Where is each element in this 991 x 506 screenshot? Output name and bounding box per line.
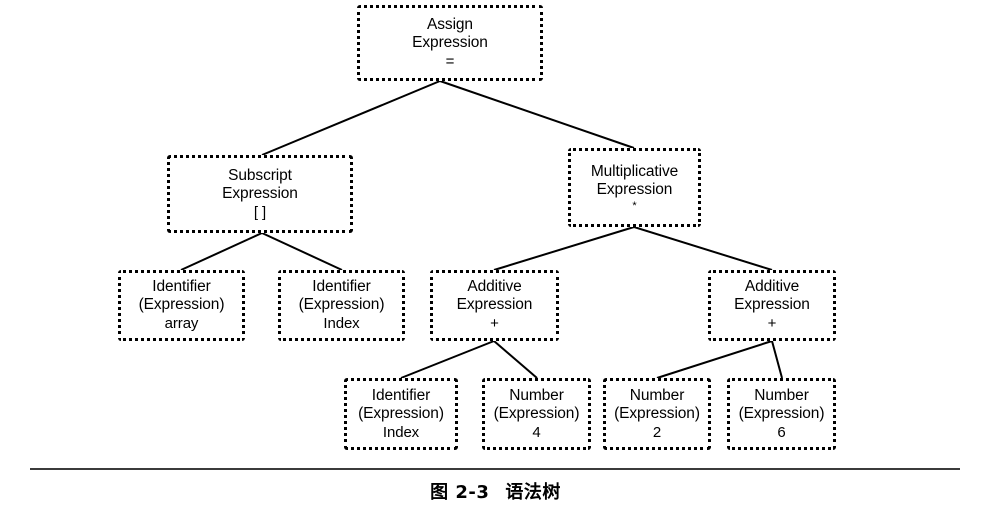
- node-label-value: [ ]: [253, 203, 267, 221]
- node-label-category: Expression: [734, 296, 810, 314]
- node-label-value: +: [767, 315, 777, 333]
- node-label-value: =: [445, 52, 455, 70]
- node-label-value: Index: [323, 315, 360, 333]
- node-label-type: Assign: [427, 15, 473, 33]
- tree-edge-subscript-to-identifier-index-left: [261, 232, 343, 271]
- node-label-value: *: [632, 200, 637, 213]
- node-label-category: (Expression): [358, 404, 444, 422]
- node-label-type: Subscript: [228, 166, 292, 184]
- tree-node-identifier-array[interactable]: Identifier(Expression)array: [118, 270, 245, 341]
- tree-node-number-2[interactable]: Number(Expression)2: [603, 378, 711, 450]
- node-label-type: Identifier: [371, 386, 431, 404]
- tree-node-number-6[interactable]: Number(Expression)6: [727, 378, 836, 450]
- node-label-value: Index: [382, 423, 420, 441]
- node-label-category: (Expression): [738, 404, 825, 422]
- tree-edge-assign-to-multiplicative: [439, 80, 635, 149]
- node-label-category: Expression: [596, 180, 673, 198]
- tree-edge-additive-left-to-number-4: [493, 340, 538, 379]
- node-label-value: +: [490, 315, 499, 333]
- node-label-type: Additive: [744, 278, 800, 296]
- node-label-value: array: [164, 315, 199, 333]
- node-label-type: Identifier: [312, 278, 371, 296]
- tree-node-identifier-index-left[interactable]: Identifier(Expression)Index: [278, 270, 405, 341]
- node-label-type: Identifier: [152, 278, 211, 296]
- node-label-type: Multiplicative: [590, 162, 679, 180]
- tree-edge-additive-right-to-number-6: [771, 340, 783, 379]
- tree-edge-additive-right-to-number-2: [656, 340, 773, 379]
- node-label-category: (Expression): [614, 404, 700, 422]
- node-label-category: (Expression): [493, 404, 580, 422]
- tree-edge-multiplicative-to-additive-right: [633, 226, 773, 271]
- node-label-category: Expression: [412, 33, 488, 51]
- node-label-value: 2: [652, 423, 662, 441]
- node-label-type: Number: [509, 386, 564, 404]
- node-label-type: Additive: [467, 278, 522, 296]
- node-label-category: Expression: [222, 184, 298, 202]
- figure-caption-title: 语法树: [505, 482, 561, 503]
- tree-node-number-4[interactable]: Number(Expression)4: [482, 378, 591, 450]
- node-label-value: 4: [532, 423, 541, 441]
- tree-edge-assign-to-subscript: [261, 80, 441, 156]
- figure-caption: 图 2-3 语法树: [0, 478, 991, 504]
- node-label-category: (Expression): [138, 296, 225, 314]
- tree-edge-subscript-to-identifier-array: [180, 232, 263, 271]
- node-label-category: (Expression): [298, 296, 385, 314]
- tree-edge-additive-left-to-identifier-index-bottom: [400, 340, 495, 379]
- node-label-category: Expression: [456, 296, 533, 314]
- tree-edge-multiplicative-to-additive-left: [493, 226, 635, 271]
- node-label-type: Number: [754, 386, 809, 404]
- node-label-value: 6: [777, 423, 786, 441]
- caption-divider-rule: [30, 468, 960, 470]
- node-label-type: Number: [629, 386, 685, 404]
- tree-node-identifier-index-bottom[interactable]: Identifier(Expression)Index: [344, 378, 458, 450]
- figure-caption-number: 图 2-3: [430, 482, 490, 503]
